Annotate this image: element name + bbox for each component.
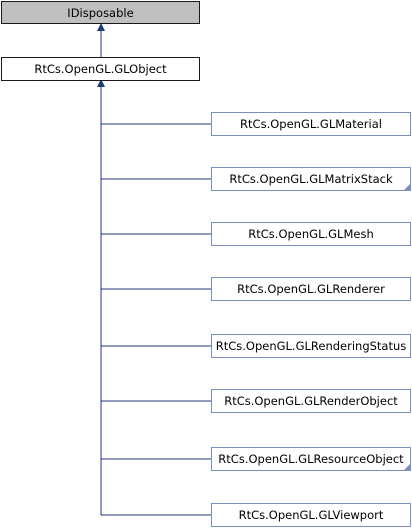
glmesh-node[interactable]: RtCs.OpenGL.GLMesh [211, 222, 411, 246]
glresourceobject-node[interactable]: RtCs.OpenGL.GLResourceObject [211, 447, 411, 471]
glrenderer-node[interactable]: RtCs.OpenGL.GLRenderer [211, 277, 411, 301]
glmaterial-label: RtCs.OpenGL.GLMaterial [240, 117, 382, 131]
glviewport-label: RtCs.OpenGL.GLViewport [238, 508, 384, 522]
glmesh-label: RtCs.OpenGL.GLMesh [248, 227, 374, 241]
glviewport-node[interactable]: RtCs.OpenGL.GLViewport [211, 503, 411, 527]
glrenderingstatus-node[interactable]: RtCs.OpenGL.GLRenderingStatus [211, 334, 411, 358]
glmaterial-node[interactable]: RtCs.OpenGL.GLMaterial [211, 112, 411, 136]
glresourceobject-label: RtCs.OpenGL.GLResourceObject [218, 452, 404, 466]
globject-node[interactable]: RtCs.OpenGL.GLObject [1, 57, 200, 81]
idisposable-label: IDisposable [67, 5, 134, 20]
more-subclasses-indicator [404, 184, 410, 190]
more-subclasses-indicator [404, 464, 410, 470]
glmatrixstack-label: RtCs.OpenGL.GLMatrixStack [229, 172, 393, 186]
idisposable-node[interactable]: IDisposable [1, 1, 200, 24]
glrenderingstatus-label: RtCs.OpenGL.GLRenderingStatus [215, 339, 407, 353]
globject-label: RtCs.OpenGL.GLObject [34, 62, 167, 76]
edge-branches [101, 123, 211, 516]
glrenderobject-node[interactable]: RtCs.OpenGL.GLRenderObject [211, 389, 411, 413]
glmatrixstack-node[interactable]: RtCs.OpenGL.GLMatrixStack [211, 167, 411, 191]
glrenderobject-label: RtCs.OpenGL.GLRenderObject [224, 394, 398, 408]
glrenderer-label: RtCs.OpenGL.GLRenderer [237, 282, 385, 296]
